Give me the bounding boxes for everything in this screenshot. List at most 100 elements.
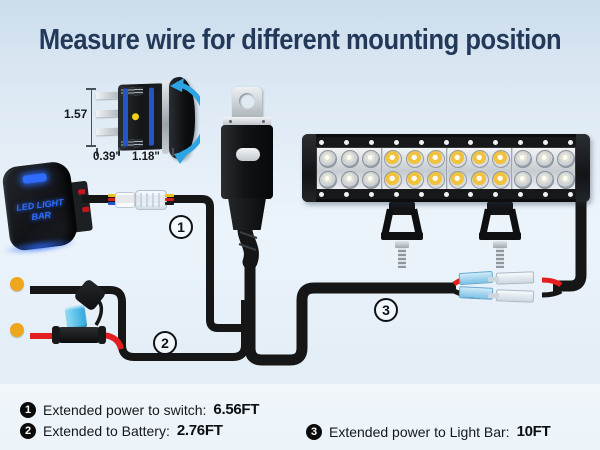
amber-led xyxy=(405,171,424,189)
legend-label: Extended power to switch: xyxy=(43,401,207,418)
white-led xyxy=(557,171,575,189)
white-led xyxy=(535,171,554,189)
lightbar-cable xyxy=(553,194,587,292)
legend-value: 6.56FT xyxy=(213,401,260,418)
plate-screw xyxy=(262,120,265,123)
loom-wrap-ridge xyxy=(239,231,258,239)
amber-led xyxy=(470,150,489,168)
relay-body xyxy=(221,125,273,199)
bezel-screw xyxy=(568,139,573,145)
wire-stub xyxy=(108,198,117,201)
bezel-screw xyxy=(319,139,324,145)
white-led xyxy=(318,150,337,168)
legend-band xyxy=(0,384,600,450)
height-dimension-line xyxy=(91,88,92,146)
panel-divider xyxy=(381,148,383,190)
connector-male-half xyxy=(115,192,135,208)
amber-led xyxy=(427,150,446,168)
fuse-holder-end xyxy=(98,326,106,344)
amber-led xyxy=(383,150,402,168)
dimension-tick xyxy=(96,148,98,156)
mounting-bracket xyxy=(380,200,424,270)
switch-dimension-diagram: 1.57 0.39" 1.18" xyxy=(60,76,200,168)
fuse-holder xyxy=(52,326,106,344)
battery-ring-terminal-positive xyxy=(10,323,24,337)
bezel-screw xyxy=(319,191,324,197)
legend-item-battery: 2 Extended to Battery: 2.76FT xyxy=(20,422,223,439)
panel-divider xyxy=(511,148,513,190)
white-led xyxy=(340,171,359,189)
lead-red-right xyxy=(541,277,563,288)
dimension-tick xyxy=(118,148,120,156)
amber-led xyxy=(405,150,424,168)
mounting-hole xyxy=(239,93,255,109)
amber-led xyxy=(492,150,511,168)
bolt-thread xyxy=(496,248,504,268)
mounting-tab xyxy=(232,87,262,120)
battery-ring-terminal-negative xyxy=(10,277,24,291)
wire-label-1: 1 xyxy=(169,215,193,239)
bezel-screw xyxy=(568,191,573,197)
legend-value: 10FT xyxy=(516,423,551,440)
bezel-screw xyxy=(518,139,524,145)
bezel-screw xyxy=(418,139,424,145)
wire-stub xyxy=(165,194,174,197)
led-panel xyxy=(316,147,576,191)
bezel-screw xyxy=(343,139,349,145)
page-title: Measure wire for different mounting posi… xyxy=(38,24,562,56)
dimension-tick xyxy=(172,148,174,156)
lightbar-end-cap xyxy=(576,134,590,202)
bezel-screw xyxy=(468,191,474,197)
wire-stub xyxy=(108,202,117,205)
white-led xyxy=(513,171,532,189)
legend-label: Extended to Battery: xyxy=(43,422,170,439)
wire-label-2: 2 xyxy=(153,331,177,355)
legend-label: Extended power to Light Bar: xyxy=(329,423,510,440)
clear-spade-connector xyxy=(487,289,535,303)
bracket-top-block xyxy=(389,202,415,215)
fuse-holder-end xyxy=(52,326,60,344)
wire-battery-black xyxy=(30,286,249,361)
bezel-screw xyxy=(393,191,399,197)
legend-bullet-1: 1 xyxy=(20,401,36,418)
quick-connector xyxy=(108,187,174,213)
depth-dimension-label: 0.39" xyxy=(93,151,121,163)
bezel-screw xyxy=(543,139,549,145)
amber-led xyxy=(448,171,467,189)
white-led xyxy=(318,171,337,189)
wire-stub xyxy=(165,202,174,205)
relay-top-plate xyxy=(223,117,271,126)
legend-bullet-3: 3 xyxy=(306,423,322,440)
dimension-tick xyxy=(86,145,96,147)
bezel-screw xyxy=(343,191,349,197)
lightbar-top-bezel xyxy=(315,137,577,147)
bolt-nut xyxy=(395,241,409,248)
wire-main-to-lightbar xyxy=(244,258,456,366)
amber-led xyxy=(492,171,511,189)
white-led xyxy=(340,150,359,168)
amber-led xyxy=(427,171,446,189)
bezel-screw xyxy=(443,191,449,197)
lightbar-end-cap xyxy=(302,134,316,202)
wire-stub xyxy=(108,194,117,197)
bezel-screw xyxy=(443,139,449,145)
plate-screw xyxy=(229,120,232,123)
lead-black-right xyxy=(541,288,563,298)
bracket-base xyxy=(381,232,423,240)
white-led xyxy=(557,150,575,168)
bolt-nut xyxy=(493,241,507,248)
bezel-screw xyxy=(368,139,374,145)
bezel-screw xyxy=(418,191,424,197)
loom-wrap-ridge xyxy=(238,243,257,251)
white-led xyxy=(362,150,381,168)
amber-led xyxy=(470,171,489,189)
height-dimension-label: 1.57 xyxy=(64,107,88,121)
bracket-top-block xyxy=(487,202,513,215)
bezel-screw xyxy=(493,139,499,145)
mounting-bracket xyxy=(478,200,522,270)
white-led xyxy=(535,150,554,168)
clear-spade-connector xyxy=(487,271,535,285)
bracket-base xyxy=(479,232,521,240)
relay-lower-taper xyxy=(228,198,266,230)
